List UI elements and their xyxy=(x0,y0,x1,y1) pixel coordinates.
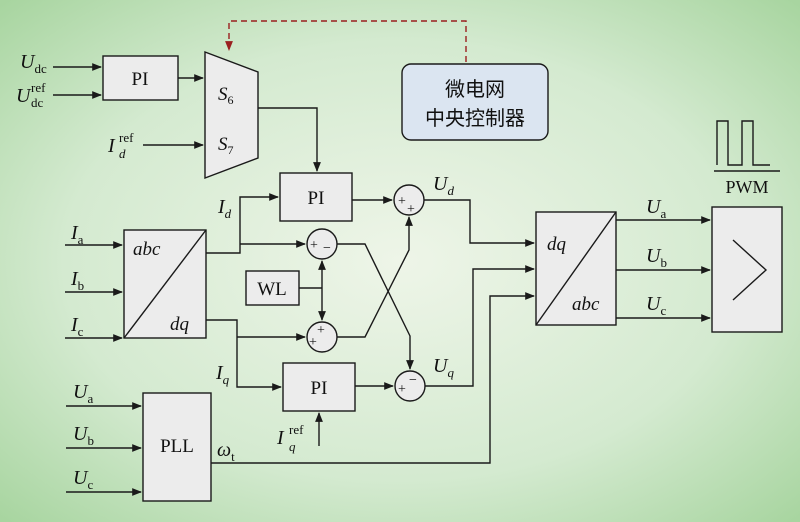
abc-dq-top-label: abc xyxy=(133,239,161,260)
wire-omega xyxy=(211,292,535,464)
label-omega-t: ωt xyxy=(217,439,235,464)
label-id: Id xyxy=(217,196,232,221)
pll-label: PLL xyxy=(160,436,194,457)
pi-dc-label: PI xyxy=(132,69,149,90)
sum-ud-plus-bottom: + xyxy=(407,202,415,217)
central-controller-block xyxy=(401,63,549,141)
label-ua-out: Ua xyxy=(646,196,666,221)
abc-dq-bottom-label: dq xyxy=(170,314,190,335)
controller-line1: 微电网 xyxy=(445,78,505,101)
switch-s7-label: S7 xyxy=(218,134,234,157)
pi-d-label: PI xyxy=(308,188,325,209)
wire-uq xyxy=(425,265,535,387)
pll-block xyxy=(142,392,212,502)
switch-s6-label: S6 xyxy=(218,84,234,107)
label-ib: Ib xyxy=(70,268,84,293)
dq-abc-bottom-label: abc xyxy=(572,294,600,315)
label-ia: Ia xyxy=(70,222,84,247)
label-uc-out: Uc xyxy=(646,293,666,318)
sum-uq-minus: − xyxy=(409,373,417,388)
label-uc-in: Uc xyxy=(73,467,93,492)
pwm-chevron-icon xyxy=(732,239,768,301)
switch-block xyxy=(204,50,259,180)
pi-q-block xyxy=(282,362,356,412)
abc-dq-diagonal xyxy=(123,229,207,339)
wl-label: WL xyxy=(257,279,287,300)
label-ic: Ic xyxy=(70,314,84,339)
label-ub-in: Ub xyxy=(73,423,94,448)
sum-d-minus: − xyxy=(323,241,331,256)
label-iq: Iq xyxy=(215,362,230,387)
label-udc: Udc xyxy=(20,51,47,76)
label-ub-out: Ub xyxy=(646,245,667,270)
pwm-label: PWM xyxy=(725,177,768,197)
wl-block xyxy=(245,270,300,306)
sum-ud-plus-left: + xyxy=(398,194,406,209)
sum-d-plus: + xyxy=(310,238,318,253)
pi-d-block xyxy=(279,172,353,222)
controller-link-dashed xyxy=(225,20,467,62)
controller-line2: 中央控制器 xyxy=(425,107,525,130)
pi-dc-block xyxy=(102,55,179,101)
sum-uq-plus: + xyxy=(398,382,406,397)
wire-id-to-pi xyxy=(206,193,279,254)
label-ud: Ud xyxy=(433,173,454,198)
dq-abc-diagonal xyxy=(535,211,617,326)
sum-q-plus-top: + xyxy=(317,323,325,338)
wire-switch-to-pi-d xyxy=(258,107,321,172)
sum-q-plus-left: + xyxy=(309,335,317,350)
pwm-waveform-icon xyxy=(716,120,770,166)
pi-q-label: PI xyxy=(311,378,328,399)
wire-cross-d-to-uq xyxy=(337,243,414,370)
wire-ud xyxy=(424,199,535,247)
label-uq: Uq xyxy=(433,355,454,380)
pwm-block xyxy=(711,206,783,333)
wire-cross-q-to-ud xyxy=(337,216,413,338)
dq-abc-top-label: dq xyxy=(547,234,567,255)
label-ua-in: Ua xyxy=(73,381,93,406)
wire-iq-to-pi xyxy=(206,319,282,391)
